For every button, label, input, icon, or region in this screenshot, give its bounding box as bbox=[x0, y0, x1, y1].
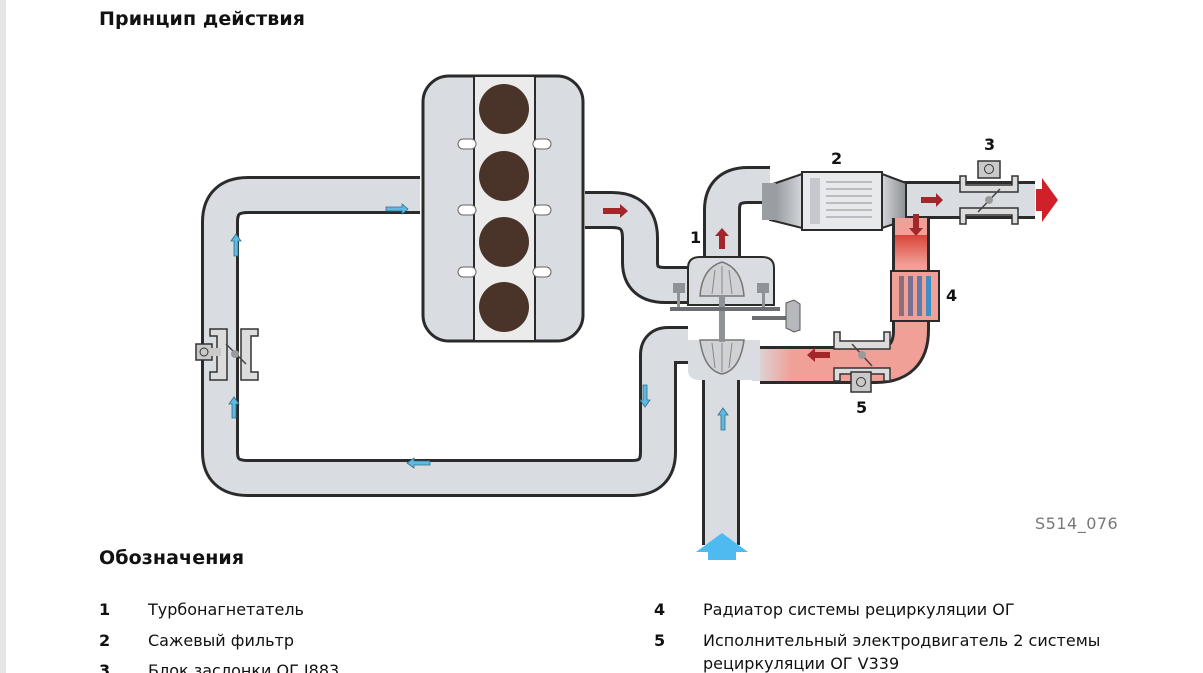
egr-pipe bbox=[752, 218, 930, 384]
callout-5: 5 bbox=[856, 398, 867, 417]
fresh-air-arrow bbox=[230, 233, 242, 257]
cylinder-2 bbox=[479, 151, 529, 201]
intake-air-big-arrow bbox=[696, 533, 748, 560]
egr-valve bbox=[833, 331, 891, 393]
turbocharger bbox=[670, 256, 801, 380]
intake-loop-pipe bbox=[201, 176, 688, 497]
exhaust-manifold-pipe bbox=[585, 191, 690, 304]
engine-block bbox=[421, 74, 585, 343]
particulate-filter bbox=[762, 171, 907, 231]
exhaust-flap-block bbox=[959, 160, 1019, 225]
cylinder-4 bbox=[479, 282, 529, 332]
exhaust-outlet-big-arrow bbox=[1036, 178, 1058, 222]
legend-title: Обозначения bbox=[99, 547, 245, 569]
fresh-air-arrow bbox=[385, 203, 409, 215]
exhaust-arrow bbox=[909, 214, 923, 236]
motor-icon bbox=[856, 377, 866, 387]
fresh-air-arrow bbox=[717, 407, 729, 431]
callout-4: 4 bbox=[946, 286, 957, 305]
wastegate-actuator bbox=[785, 299, 801, 333]
cylinder-1 bbox=[479, 84, 529, 134]
motor-icon bbox=[199, 347, 209, 357]
flow-arrows bbox=[228, 178, 1058, 560]
callout-3: 3 bbox=[984, 135, 995, 154]
throttle-valve-intake bbox=[195, 328, 259, 381]
fresh-air-arrow bbox=[228, 396, 240, 419]
cylinder-3 bbox=[479, 217, 529, 267]
page-edge-strip bbox=[0, 0, 6, 673]
motor-icon bbox=[984, 164, 994, 174]
exhaust-arrow bbox=[715, 228, 729, 249]
exhaust-arrow bbox=[921, 193, 943, 207]
egr-cooler bbox=[890, 270, 940, 322]
figure-id: S514_076 bbox=[1035, 514, 1119, 533]
fresh-air-arrow bbox=[406, 457, 431, 469]
callout-1: 1 bbox=[690, 228, 701, 247]
section-title: Принцип действия bbox=[99, 8, 306, 30]
callout-2: 2 bbox=[831, 149, 842, 168]
fresh-air-arrow bbox=[639, 384, 651, 408]
exhaust-arrow bbox=[603, 204, 628, 218]
exhaust-arrow bbox=[807, 348, 830, 362]
